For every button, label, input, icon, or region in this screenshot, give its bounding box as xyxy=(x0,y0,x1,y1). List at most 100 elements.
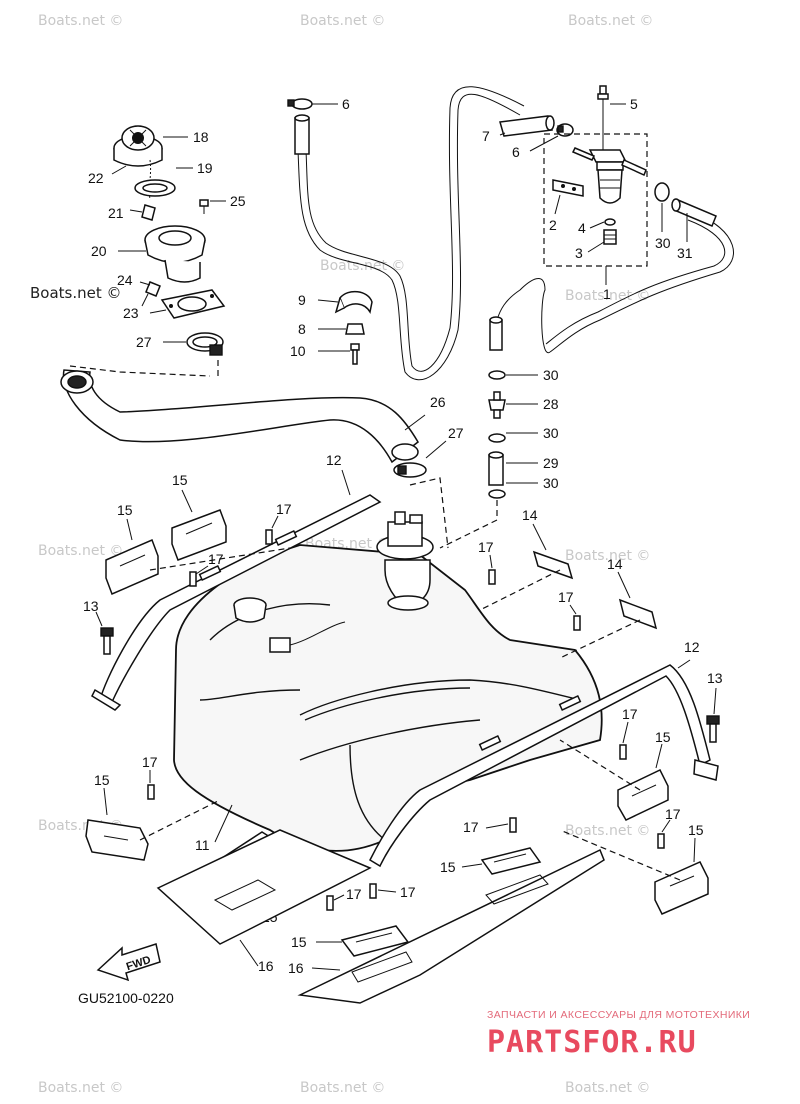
hose-clamp-27 xyxy=(393,462,427,478)
watermark: Boats.net © xyxy=(38,13,123,29)
hose-clamp-30-right xyxy=(654,182,670,202)
callout-30: 30 xyxy=(543,425,559,441)
callout-17: 17 xyxy=(400,884,416,900)
watermark: Boats.net © xyxy=(320,258,405,274)
brand-logo: PARTSFOR.RU xyxy=(487,1025,697,1060)
fuel-tank xyxy=(173,511,603,852)
callout-10: 10 xyxy=(290,343,306,359)
callout-18: 18 xyxy=(193,129,209,145)
rubber-pad-15e xyxy=(654,861,709,915)
callout-17: 17 xyxy=(346,886,362,902)
callout-14: 14 xyxy=(607,556,623,572)
hose-7 xyxy=(499,115,555,137)
callout-17: 17 xyxy=(208,551,224,567)
callout-5: 5 xyxy=(630,96,638,112)
watermark: Boats.net © xyxy=(38,543,123,559)
watermark: Boats.net © xyxy=(565,823,650,839)
callout-17: 17 xyxy=(142,754,158,770)
callout-26: 26 xyxy=(430,394,446,410)
callout-14: 14 xyxy=(522,507,538,523)
fuel-filter-assembly xyxy=(543,85,648,267)
fuel-line-stack xyxy=(488,316,506,499)
pad-14-right xyxy=(618,598,658,630)
callout-13: 13 xyxy=(707,670,723,686)
callout-1: 1 xyxy=(603,286,611,302)
filler-cap-assembly xyxy=(113,125,226,356)
callout-7: 7 xyxy=(482,128,490,144)
hose-clamp-6a xyxy=(287,98,313,110)
rubber-pad-15c xyxy=(85,819,149,861)
callout-30: 30 xyxy=(543,475,559,491)
callout-23: 23 xyxy=(123,305,139,321)
rubber-pad-15d xyxy=(617,769,669,821)
rubber-pad-15b xyxy=(171,509,227,561)
watermark: Boats.net © xyxy=(300,13,385,29)
callout-4: 4 xyxy=(578,220,586,236)
forward-arrow-icon: FWD xyxy=(96,943,161,982)
callout-30: 30 xyxy=(543,367,559,383)
diagram-code: GU52100-0220 xyxy=(78,990,174,1006)
brand-subtitle: ЗАПЧАСТИ И АКСЕССУАРЫ ДЛЯ МОТОТЕХНИКИ xyxy=(487,1009,750,1021)
tank-strap-12-right xyxy=(369,664,719,868)
filler-hose xyxy=(60,369,419,464)
callout-29: 29 xyxy=(543,455,559,471)
callout-17: 17 xyxy=(622,706,638,722)
callout-28: 28 xyxy=(543,396,559,412)
callout-16: 16 xyxy=(288,960,304,976)
watermark: Boats.net © xyxy=(565,548,650,564)
vent-hose-line xyxy=(297,86,734,381)
pad-14-left xyxy=(532,550,574,580)
callout-15: 15 xyxy=(291,934,307,950)
callout-3: 3 xyxy=(575,245,583,261)
callout-30: 30 xyxy=(655,235,671,251)
callout-15: 15 xyxy=(440,859,456,875)
callout-6: 6 xyxy=(342,96,350,112)
callout-25: 25 xyxy=(230,193,246,209)
fastener-17 xyxy=(147,529,665,911)
bolt-13-right xyxy=(706,715,720,743)
tank-strap-12-top xyxy=(91,494,382,711)
callout-17: 17 xyxy=(665,806,681,822)
callout-2: 2 xyxy=(549,217,557,233)
bolt-10 xyxy=(350,343,360,365)
callout-9: 9 xyxy=(298,292,306,308)
callout-17: 17 xyxy=(558,589,574,605)
hose-segment xyxy=(294,114,310,155)
callout-12: 12 xyxy=(326,452,342,468)
callout-11: 11 xyxy=(195,837,210,853)
callout-24: 24 xyxy=(117,272,133,288)
callout-15: 15 xyxy=(688,822,704,838)
watermark: Boats.net © xyxy=(565,1080,650,1096)
hose-clamp-6b xyxy=(556,123,574,137)
callout-15: 15 xyxy=(172,472,188,488)
callout-22: 22 xyxy=(88,170,104,186)
callout-21: 21 xyxy=(108,205,124,221)
partsfor-branding: ЗАПЧАСТИ И АКСЕССУАРЫ ДЛЯ МОТОТЕХНИКИ PA… xyxy=(487,1009,750,1060)
watermark: Boats.net © xyxy=(565,288,650,304)
callout-31: 31 xyxy=(677,245,693,261)
callout-15: 15 xyxy=(655,729,671,745)
callout-13: 13 xyxy=(83,598,99,614)
callout-16: 16 xyxy=(258,958,274,974)
callout-15: 15 xyxy=(117,502,133,518)
callout-6: 6 xyxy=(512,144,520,160)
mount-bracket-9 xyxy=(334,290,373,315)
callout-19: 19 xyxy=(197,160,213,176)
bolt-13-left xyxy=(100,627,114,655)
callout-17: 17 xyxy=(276,501,292,517)
callout-17: 17 xyxy=(478,539,494,555)
hose-31 xyxy=(671,198,717,227)
callout-15: 15 xyxy=(94,772,110,788)
watermark: Boats.net © xyxy=(300,1080,385,1096)
clip-8 xyxy=(345,323,365,335)
base-plate-16-right xyxy=(297,848,605,1004)
rubber-pad-15f xyxy=(480,847,542,875)
rubber-pad-15a xyxy=(105,538,159,596)
callout-8: 8 xyxy=(298,321,306,337)
watermark: Boats.net © xyxy=(38,1080,123,1096)
callout-12: 12 xyxy=(684,639,700,655)
base-plate-16-left xyxy=(156,829,372,945)
callout-20: 20 xyxy=(91,243,107,259)
callout-27: 27 xyxy=(448,425,464,441)
watermark: Boats.net © xyxy=(568,13,653,29)
